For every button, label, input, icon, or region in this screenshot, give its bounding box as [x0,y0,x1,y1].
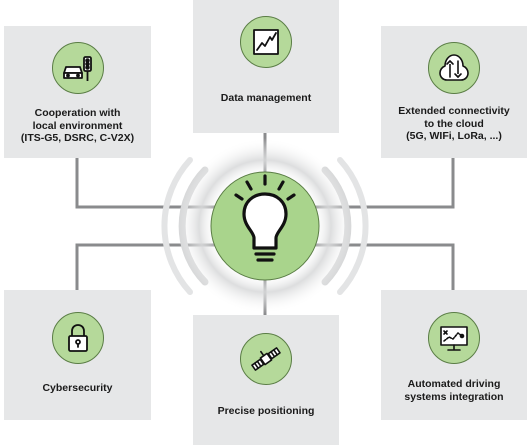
monitor-route-icon [440,326,468,351]
card-label: Precise positioning [217,405,315,417]
icon-badge [51,312,104,364]
icon-badge [240,333,292,385]
card-cybersecurity: Cybersecurity [4,290,151,420]
card-connectivity: Extended connectivity to the cloud (5G, … [381,26,527,158]
card-cooperation: Cooperation with local environment (ITS-… [4,26,151,158]
padlock-icon [67,324,88,352]
card-label: Automated driving systems integration [404,378,504,403]
card-automated-driving: Automated driving systems integration [381,290,527,420]
card-label: Extended connectivity to the cloud (5G, … [398,105,510,142]
card-label: Cybersecurity [42,382,113,394]
card-label: Cooperation with local environment (ITS-… [20,107,135,144]
car-traffic-light-icon [62,56,92,81]
lightbulb-icon [234,174,296,262]
chart-icon [253,29,279,55]
icon-badge [240,16,292,68]
card-positioning: Precise positioning [193,315,339,445]
icon-badge [51,42,104,94]
icon-badge [428,42,480,94]
cloud-arrows-icon [439,54,469,81]
satellite-icon [251,347,281,371]
icon-badge [428,312,480,364]
card-label: Data management [220,92,312,104]
card-data-management: Data management [193,0,339,133]
